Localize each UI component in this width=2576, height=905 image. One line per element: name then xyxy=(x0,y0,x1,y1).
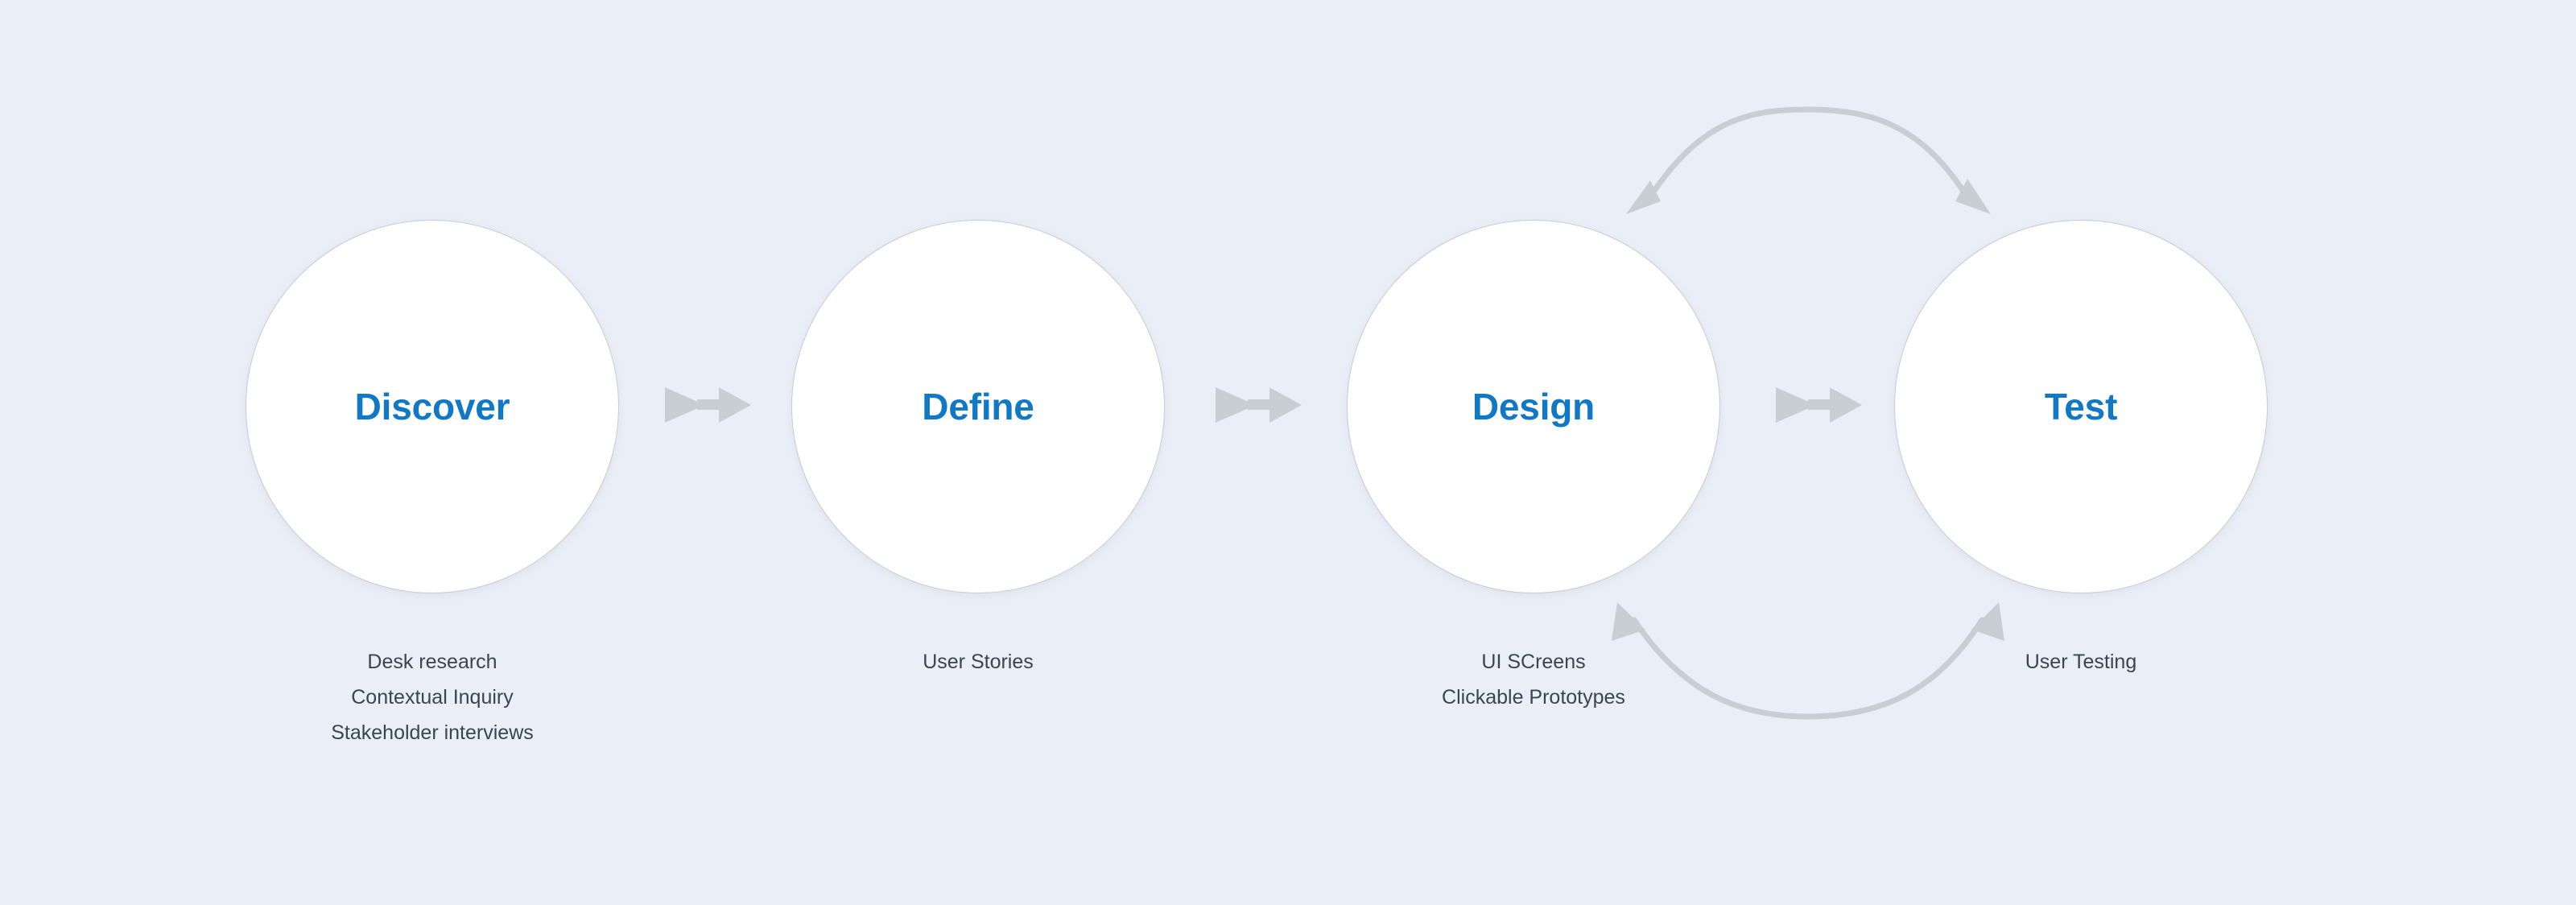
stage-title-design: Design xyxy=(1472,386,1596,428)
task-item: Contextual Inquiry xyxy=(351,686,514,709)
task-item: Clickable Prototypes xyxy=(1442,686,1625,709)
task-item: User Testing xyxy=(2025,651,2137,673)
arrow-discover-to-define xyxy=(665,387,751,423)
stage-test[interactable]: Test User Testing xyxy=(1856,0,2306,905)
stage-tasks-define: User Stories xyxy=(753,644,1203,680)
stage-circle-define[interactable]: Define xyxy=(791,220,1165,593)
stage-circle-discover[interactable]: Discover xyxy=(246,220,619,593)
stage-design[interactable]: Design UI SCreens Clickable Prototypes xyxy=(1308,0,1759,905)
stage-define[interactable]: Define User Stories xyxy=(753,0,1203,905)
stage-title-test: Test xyxy=(2044,386,2118,428)
task-item: User Stories xyxy=(923,651,1034,673)
stage-discover[interactable]: Discover Desk research Contextual Inquir… xyxy=(207,0,658,905)
stage-tasks-test: User Testing xyxy=(1856,644,2306,680)
stage-circle-test[interactable]: Test xyxy=(1894,220,2268,593)
stage-title-discover: Discover xyxy=(354,386,510,428)
task-item: UI SCreens xyxy=(1481,651,1586,673)
stage-tasks-design: UI SCreens Clickable Prototypes xyxy=(1308,644,1759,715)
arrow-design-to-test xyxy=(1776,387,1862,423)
stage-tasks-discover: Desk research Contextual Inquiry Stakeho… xyxy=(207,644,658,750)
stage-circle-design[interactable]: Design xyxy=(1347,220,1720,593)
task-item: Desk research xyxy=(367,651,497,673)
stage-title-define: Define xyxy=(922,386,1034,428)
arrow-define-to-design xyxy=(1216,387,1302,423)
task-item: Stakeholder interviews xyxy=(331,721,534,744)
